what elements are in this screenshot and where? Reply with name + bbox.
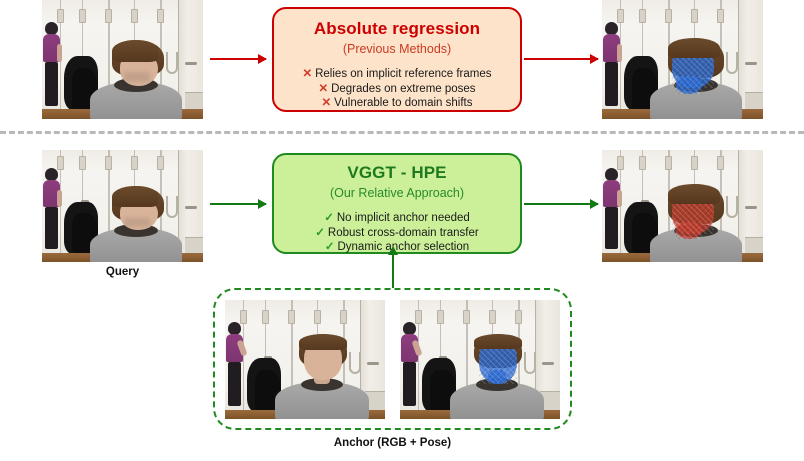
anchor-pose-image	[400, 300, 560, 419]
anchor-rgb-image	[225, 300, 385, 419]
top-output-image	[602, 0, 763, 119]
callout-title-red: Absolute regression	[313, 19, 481, 38]
arrow-anchor-to-callout	[388, 246, 398, 288]
query-label: Query	[105, 266, 140, 278]
list-item-label: Relies on implicit reference frames	[315, 68, 492, 80]
callout-subtitle-green: (Our Relative Approach)	[329, 186, 465, 200]
check-icon: ✓	[324, 241, 335, 253]
list-item: ✓Dynamic anchor selection	[274, 240, 520, 255]
cross-icon: ✕	[321, 97, 332, 109]
arrow-bottom-input	[210, 199, 267, 209]
check-icon: ✓	[324, 212, 334, 224]
vggt-hpe-callout: VGGT - HPE (Our Relative Approach) ✓No i…	[272, 153, 522, 254]
callout-bullets-green: ✓No implicit anchor needed ✓Robust cross…	[274, 211, 520, 255]
top-query-image	[42, 0, 203, 119]
list-item-label: Dynamic anchor selection	[337, 241, 470, 253]
list-item: ✕Relies on implicit reference frames	[274, 67, 520, 82]
list-item: ✓No implicit anchor needed	[274, 211, 520, 226]
list-item-label: No implicit anchor needed	[336, 212, 470, 224]
row-divider	[0, 131, 804, 134]
absolute-regression-callout: Absolute regression (Previous Methods) ✕…	[272, 7, 522, 112]
cross-icon: ✕	[318, 82, 329, 95]
callout-bullets-red: ✕Relies on implicit reference frames ✕De…	[274, 67, 520, 111]
callout-title-green: VGGT - HPE	[347, 163, 447, 182]
arrow-bottom-output	[524, 199, 599, 209]
anchor-label: Anchor (RGB + Pose)	[333, 437, 452, 449]
anchor-group-box	[213, 288, 572, 430]
list-item: ✓Robust cross-domain transfer	[274, 226, 520, 241]
list-item: ✕Vulnerable to domain shifts	[274, 96, 520, 111]
callout-subtitle-red: (Previous Methods)	[342, 42, 452, 56]
list-item-label: Vulnerable to domain shifts	[334, 97, 473, 109]
bottom-output-image	[602, 150, 763, 262]
arrow-top-output	[524, 54, 599, 64]
arrow-top-input	[210, 54, 267, 64]
list-item-label: Degrades on extreme poses	[331, 82, 476, 95]
list-item-label: Robust cross-domain transfer	[327, 226, 479, 239]
check-icon: ✓	[315, 226, 325, 239]
cross-icon: ✕	[302, 68, 313, 80]
bottom-query-image	[42, 150, 203, 262]
list-item: ✕Degrades on extreme poses	[274, 82, 520, 97]
